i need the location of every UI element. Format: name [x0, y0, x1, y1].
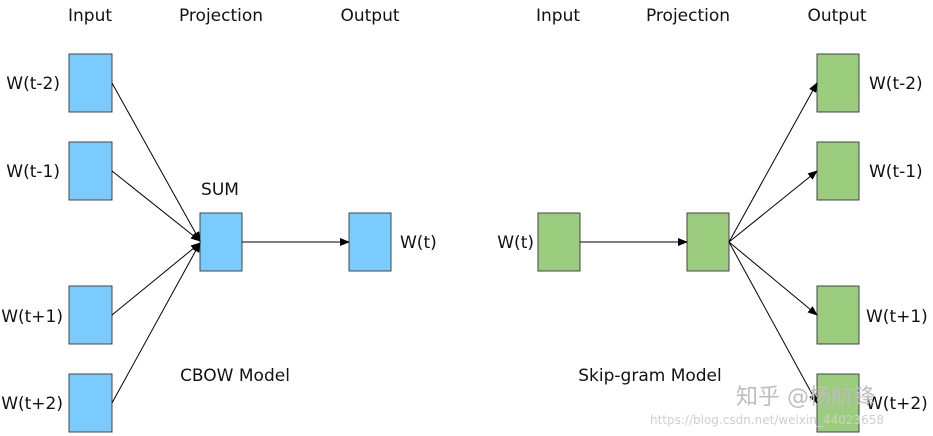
- skipgram-projection-box: [686, 212, 730, 272]
- cbow-arrow-3: [111, 242, 201, 316]
- skipgram-arrow-2: [728, 170, 818, 243]
- cbow-header-input: Input: [68, 6, 112, 26]
- cbow-arrow-4: [111, 242, 201, 404]
- skipgram-arrow-4: [728, 241, 818, 404]
- skipgram-header-output: Output: [807, 6, 866, 26]
- cbow-input-label-3: W(t+1): [1, 307, 63, 327]
- cbow-arrow-2: [111, 170, 201, 242]
- skipgram-output-label-1: W(t-2): [869, 74, 923, 94]
- cbow-projection-box: [199, 212, 243, 272]
- cbow-input-box-2: [68, 141, 113, 201]
- cbow-header-projection: Projection: [179, 6, 263, 26]
- cbow-output-label: W(t): [400, 233, 437, 253]
- cbow-input-label-1: W(t-2): [6, 74, 60, 94]
- cbow-arrow-1: [111, 82, 201, 242]
- skipgram-output-box-2: [816, 141, 860, 201]
- cbow-input-label-2: W(t-1): [6, 162, 60, 182]
- skipgram-output-label-2: W(t-1): [869, 162, 923, 182]
- skipgram-output-box-1: [816, 53, 860, 113]
- cbow-header-output: Output: [340, 6, 399, 26]
- cbow-input-box-3: [68, 285, 113, 345]
- cbow-input-box-4: [68, 373, 113, 433]
- skipgram-input-box: [537, 212, 581, 272]
- watermark-text: 知乎 @杨航锋: [736, 385, 875, 410]
- cbow-output-box: [348, 212, 392, 272]
- skipgram-output-label-3: W(t+1): [866, 307, 928, 327]
- cbow-input-label-4: W(t+2): [1, 394, 63, 414]
- skipgram-arrow-1: [728, 82, 818, 243]
- skipgram-model-label: Skip-gram Model: [578, 366, 722, 386]
- cbow-sum-label: SUM: [201, 180, 239, 200]
- skipgram-header-input: Input: [536, 6, 580, 26]
- skipgram-input-label: W(t): [497, 233, 534, 253]
- skipgram-header-projection: Projection: [646, 6, 730, 26]
- watermark-url: https://blog.csdn.net/weixin_44023658: [650, 413, 884, 427]
- skipgram-arrow-3: [728, 241, 818, 316]
- cbow-model-label: CBOW Model: [180, 366, 290, 386]
- cbow-input-box-1: [68, 53, 113, 113]
- skipgram-output-label-4: W(t+2): [866, 394, 928, 414]
- skipgram-output-box-3: [816, 285, 860, 345]
